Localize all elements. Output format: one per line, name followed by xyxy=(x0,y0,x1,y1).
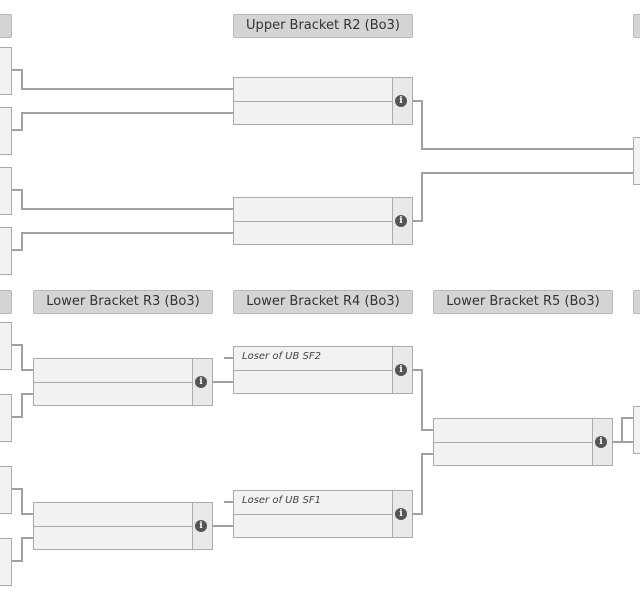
match-lower-r5-1[interactable]: i xyxy=(433,418,613,466)
slot-placeholder-label: Loser of UB SF1 xyxy=(242,495,321,506)
match-upper-r2-1[interactable]: i xyxy=(233,77,413,125)
slot-placeholder-label: Loser of UB SF2 xyxy=(242,351,321,362)
info-icon[interactable]: i xyxy=(595,436,607,448)
match-cut-right[interactable] xyxy=(633,406,640,454)
info-icon[interactable]: i xyxy=(195,520,207,532)
match-cut-left[interactable] xyxy=(0,47,12,95)
round-header-cut-left-lower xyxy=(0,290,12,314)
match-cut-left[interactable] xyxy=(0,227,12,275)
match-upper-r2-2[interactable]: i xyxy=(233,197,413,245)
match-lower-r3-2[interactable]: i xyxy=(33,502,213,550)
match-cut-right[interactable] xyxy=(633,137,640,185)
match-cut-left[interactable] xyxy=(0,167,12,215)
info-icon[interactable]: i xyxy=(395,215,407,227)
match-cut-left[interactable] xyxy=(0,322,12,370)
info-icon[interactable]: i xyxy=(395,95,407,107)
match-cut-left[interactable] xyxy=(0,538,12,586)
match-lower-r4-2[interactable]: Loser of UB SF1 i xyxy=(233,490,413,538)
round-header-upper-r2: Upper Bracket R2 (Bo3) xyxy=(233,14,413,38)
round-header-cut-right-upper xyxy=(633,14,640,38)
round-header-cut-left-upper xyxy=(0,14,12,38)
match-lower-r4-1[interactable]: Loser of UB SF2 i xyxy=(233,346,413,394)
match-lower-r3-1[interactable]: i xyxy=(33,358,213,406)
match-cut-left[interactable] xyxy=(0,107,12,155)
match-cut-left[interactable] xyxy=(0,466,12,514)
match-cut-left[interactable] xyxy=(0,394,12,442)
info-icon[interactable]: i xyxy=(395,508,407,520)
round-header-lower-r4: Lower Bracket R4 (Bo3) xyxy=(233,290,413,314)
info-icon[interactable]: i xyxy=(195,376,207,388)
round-header-lower-r3: Lower Bracket R3 (Bo3) xyxy=(33,290,213,314)
round-header-lower-r5: Lower Bracket R5 (Bo3) xyxy=(433,290,613,314)
info-icon[interactable]: i xyxy=(395,364,407,376)
round-header-cut-right-lower xyxy=(633,290,640,314)
